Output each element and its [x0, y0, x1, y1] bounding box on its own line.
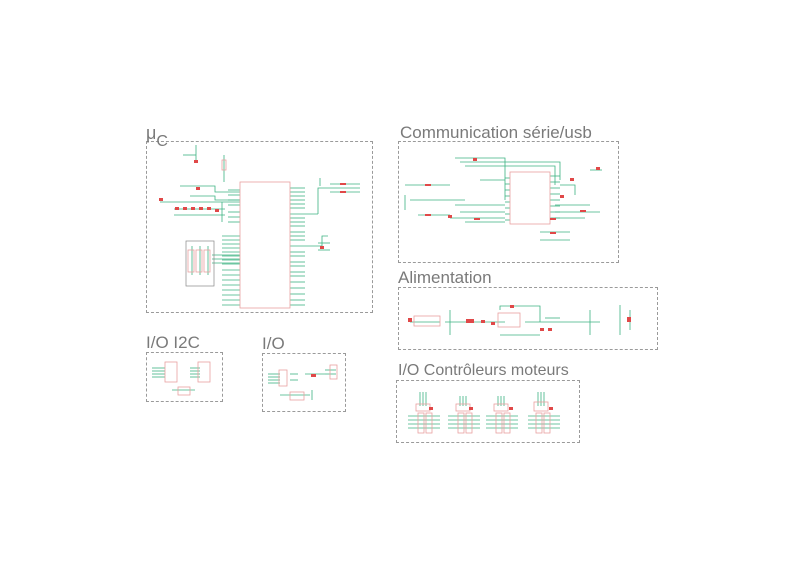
- title-c: C: [156, 133, 168, 150]
- sheet-frame-io[interactable]: [262, 353, 346, 412]
- mcu-left-pins: [222, 189, 240, 306]
- sheet-frame-io-i2c[interactable]: [146, 352, 223, 402]
- sheet-frame-alim[interactable]: [398, 287, 658, 350]
- header-group-box: [185, 240, 215, 287]
- sheet-frame-motors[interactable]: [396, 380, 580, 443]
- sheet-title-io-i2c: I/O I2C: [146, 333, 200, 352]
- sheet-title-comm: Communication série/usb: [400, 123, 592, 142]
- sheet-title-motors: I/O Contrôleurs moteurs: [398, 362, 569, 379]
- sheet-title-io: I/O: [262, 334, 285, 353]
- title-mu: μ: [146, 123, 157, 143]
- sheet-title-uc: μC: [146, 123, 168, 150]
- sheet-title-alim: Alimentation: [398, 268, 492, 287]
- sheet-frame-comm[interactable]: [398, 141, 619, 263]
- sheet-frame-uc[interactable]: [146, 141, 373, 313]
- mcu-right-pins: [290, 187, 322, 306]
